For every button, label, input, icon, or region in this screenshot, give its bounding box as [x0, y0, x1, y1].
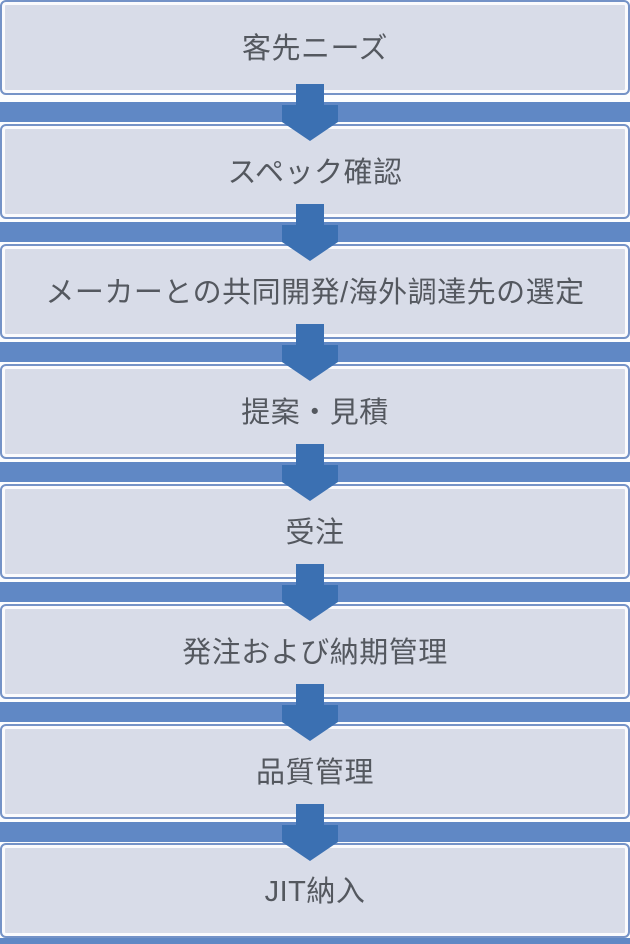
flow-step-label: 提案・見積	[241, 397, 389, 429]
down-arrow-icon	[282, 324, 338, 381]
flow-step-jit-delivery: JIT納入	[0, 843, 630, 938]
flow-step-label: 客先ニーズ	[241, 33, 389, 65]
flow-step-label: メーカーとの共同開発/海外調達先の選定	[45, 277, 585, 309]
flow-step-label: 品質管理	[255, 757, 374, 789]
flow-step-customer-needs: 客先ニーズ	[0, 0, 630, 95]
flow-step-label: 発注および納期管理	[182, 637, 448, 669]
flow-step-label: 受注	[285, 517, 345, 549]
flow-step-label: JIT納入	[264, 876, 366, 908]
down-arrow-icon	[282, 684, 338, 741]
down-arrow-icon	[282, 84, 338, 141]
down-arrow-icon	[282, 444, 338, 501]
flow-step-label: スペック確認	[227, 157, 403, 189]
down-arrow-icon	[282, 204, 338, 261]
connector-band	[0, 938, 630, 944]
down-arrow-icon	[282, 804, 338, 861]
flow-step-order-received: 受注	[0, 484, 630, 579]
down-arrow-icon	[282, 564, 338, 621]
flow-step-spec-check: スペック確認	[0, 124, 630, 219]
